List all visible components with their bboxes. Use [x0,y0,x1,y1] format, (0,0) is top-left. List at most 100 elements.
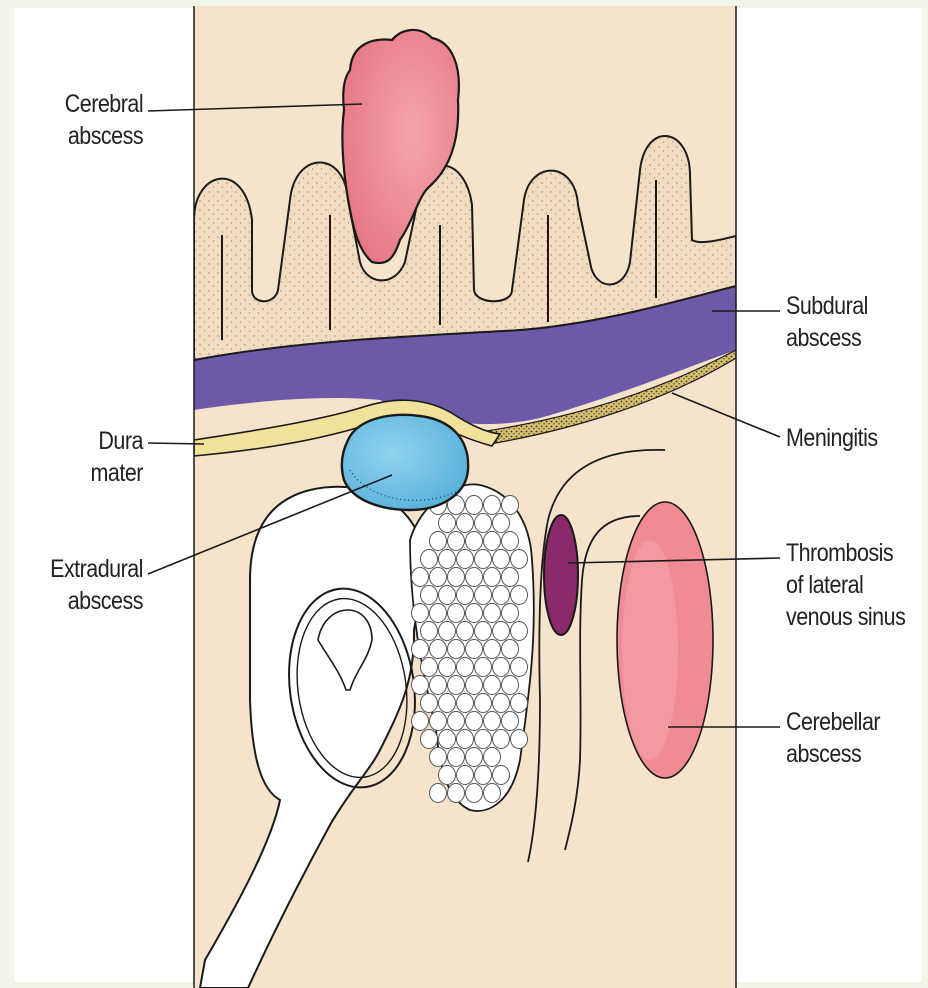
air-cell [430,640,447,659]
air-cell [502,604,519,623]
label-subdural-abscess: Subdural abscess [786,290,868,354]
label-meningitis: Meningitis [786,422,878,454]
air-cell [493,658,510,677]
air-cell [439,766,456,785]
air-cell [457,658,474,677]
air-cell [430,784,447,803]
label-cerebral-abscess: Cerebral abscess [65,88,143,152]
air-cell [421,586,438,605]
air-cell [493,586,510,605]
air-cell [439,550,456,569]
label-line: Dura [91,425,143,457]
air-cell [502,496,519,515]
label-cerebellar-abscess: Cerebellar abscess [786,706,880,770]
air-cell [430,604,447,623]
air-cell [412,640,429,659]
label-line: Cerebellar [786,706,880,738]
air-cell [466,748,483,767]
air-cell [475,586,492,605]
air-cell [493,550,510,569]
air-cell [439,514,456,533]
air-cell [484,532,501,551]
air-cell [475,694,492,713]
label-line: Subdural [786,290,868,322]
label-line: abscess [786,738,880,770]
air-cell [493,514,510,533]
air-cell [502,712,519,731]
air-cell [439,694,456,713]
label-line: Thrombosis [786,537,905,569]
air-cell [430,568,447,587]
air-cell [448,604,465,623]
air-cell [466,604,483,623]
air-cell [502,568,519,587]
air-cell [502,676,519,695]
air-cell [493,766,510,785]
air-cell [466,784,483,803]
air-cell [412,604,429,623]
label-extradural-abscess: Extradural abscess [50,553,143,617]
air-cell [448,748,465,767]
air-cell [412,568,429,587]
air-cell [502,640,519,659]
extradural-abscess-shape [342,415,468,510]
air-cell [430,712,447,731]
air-cell [484,676,501,695]
air-cell [475,550,492,569]
air-cell [484,748,501,767]
air-cell [466,496,483,515]
air-cell [484,712,501,731]
label-line: of lateral [786,569,905,601]
air-cell [466,568,483,587]
air-cell [430,748,447,767]
air-cell [484,784,501,803]
sinus-thrombosis-shape [544,515,578,635]
air-cell [511,550,528,569]
air-cell [493,694,510,713]
air-cell [457,550,474,569]
air-cell [493,622,510,641]
air-cell [475,514,492,533]
label-line: abscess [50,585,143,617]
label-line: venous sinus [786,601,905,633]
label-line: Meningitis [786,422,878,454]
label-thrombosis: Thrombosis of lateral venous sinus [786,537,905,633]
air-cell [439,658,456,677]
label-line: abscess [786,322,868,354]
air-cell [466,676,483,695]
air-cell [421,694,438,713]
air-cell [421,550,438,569]
air-cell [439,586,456,605]
air-cell [484,640,501,659]
air-cell [421,658,438,677]
air-cell [430,676,447,695]
air-cell [448,640,465,659]
air-cell [511,586,528,605]
label-line: abscess [65,120,143,152]
air-cell [484,604,501,623]
air-cell [511,730,528,749]
air-cell [475,730,492,749]
air-cell [448,784,465,803]
air-cell [466,712,483,731]
air-cell [484,496,501,515]
air-cell [475,622,492,641]
air-cell [493,730,510,749]
air-cell [511,658,528,677]
air-cell [484,568,501,587]
air-cell [448,532,465,551]
air-cell [448,712,465,731]
air-cell [511,694,528,713]
label-dura-mater: Dura mater [91,425,143,489]
air-cell [457,766,474,785]
label-line: Cerebral [65,88,143,120]
air-cell [439,730,456,749]
air-cell [412,676,429,695]
air-cell [457,586,474,605]
air-cell [475,766,492,785]
label-line: mater [91,457,143,489]
air-cell [421,622,438,641]
air-cell [439,622,456,641]
air-cell [430,532,447,551]
air-cell [511,622,528,641]
